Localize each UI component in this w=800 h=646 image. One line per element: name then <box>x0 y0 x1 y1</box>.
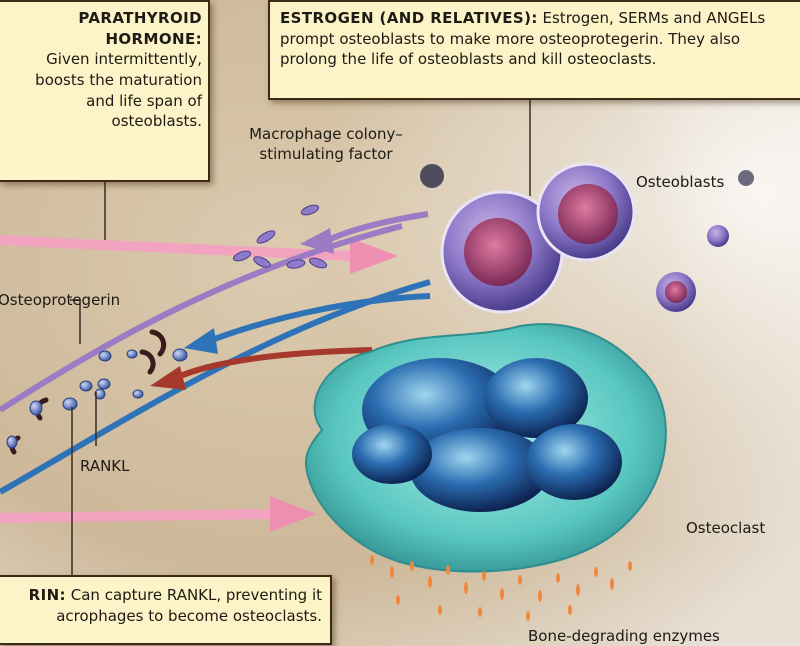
pink-arrow-lower <box>0 514 272 518</box>
osteoprotegerin-callout: RIN: Can capture RANKL, preventing it ac… <box>0 575 332 645</box>
mcsf-label: Macrophage colony–stimulating factor <box>238 124 414 165</box>
rankl-label: RANKL <box>80 456 130 476</box>
osteoblasts-label: Osteoblasts <box>636 172 724 192</box>
pth-heading: PARATHYROID HORMONE: <box>6 8 202 49</box>
pth-body: Given intermittently, boosts the maturat… <box>6 49 202 132</box>
pth-callout: PARATHYROID HORMONE: Given intermittentl… <box>0 0 210 182</box>
estrogen-heading: ESTROGEN (AND RELATIVES): <box>280 9 538 27</box>
osteoprotegerin-callout-heading: RIN: <box>29 586 66 604</box>
enzymes-label: Bone-degrading enzymes <box>528 626 720 646</box>
osteoprotegerin-callout-body: Can capture RANKL, preventing it acropha… <box>56 586 322 625</box>
osteoprotegerin-label: Osteoprotegerin <box>0 290 120 310</box>
osteoclast-label: Osteoclast <box>686 518 765 538</box>
osteoclast-cell <box>306 324 666 571</box>
estrogen-callout: ESTROGEN (AND RELATIVES): Estrogen, SERM… <box>268 0 800 100</box>
